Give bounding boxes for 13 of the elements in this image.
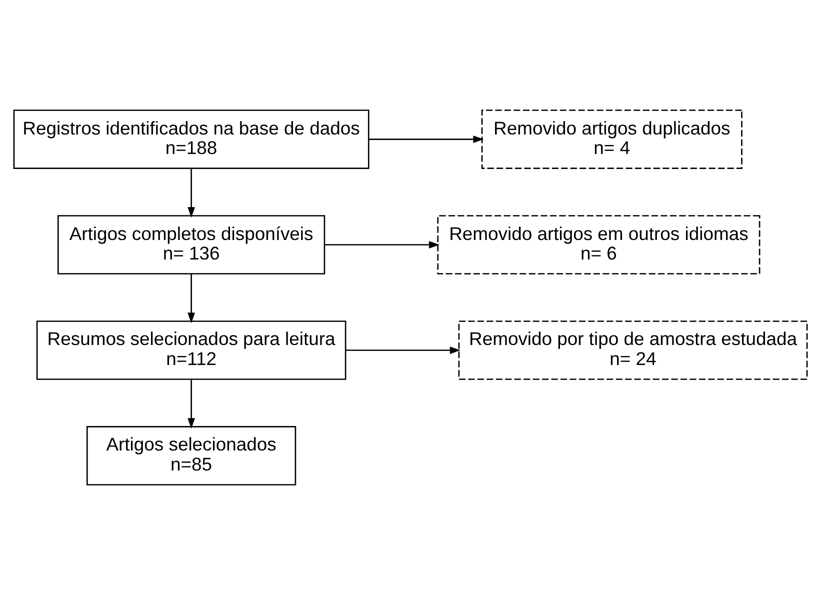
node-box: Removido artigos em outros idiomas n= 6 (437, 215, 760, 274)
node-box: Removido por tipo de amostra estudada n= 24 (458, 320, 808, 380)
arrow (368, 136, 484, 143)
arrow (188, 274, 195, 324)
node-box: Artigos completos disponíveis n= 136 (57, 215, 326, 274)
arrow (324, 241, 440, 248)
node-box: Artigos selecionados n=85 (86, 426, 296, 486)
arrow (188, 380, 195, 429)
node-box: Removido artigos duplicados n= 4 (481, 110, 742, 169)
node-box: Registros identificados na base de dados n=188 (13, 110, 370, 169)
arrow (346, 346, 460, 354)
arrow (188, 168, 195, 218)
node-box: Resumos selecionados para leitura n=112 (36, 320, 346, 380)
